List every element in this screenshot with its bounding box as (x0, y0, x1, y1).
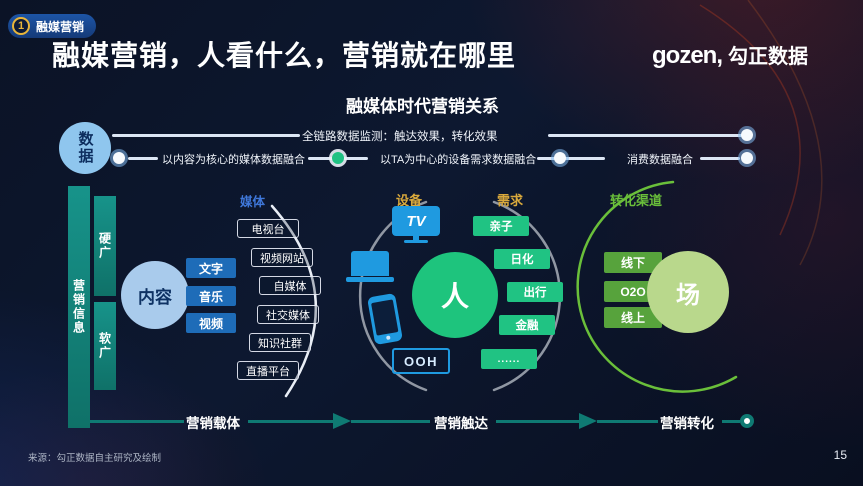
flow-line (597, 420, 658, 423)
person-circle-label: 人 (440, 281, 469, 312)
section-label: 融媒营销 (36, 19, 85, 34)
conversion-group-label: 转化渠道 (610, 193, 663, 208)
section-number: 1 (12, 17, 30, 35)
flow-arrowhead (333, 413, 351, 429)
flow-line (351, 420, 430, 423)
diagram-title: 融媒体时代营销关系 (346, 97, 499, 116)
media-item-tv-station: 电视台 (237, 219, 299, 238)
fusion-dot (554, 152, 566, 164)
demand-item-finance: 金融 (499, 315, 555, 335)
demand-item-travel: 出行 (507, 282, 563, 302)
fusion-line (537, 157, 605, 160)
monitor-line (112, 134, 300, 137)
page-title: 融媒营销，人看什么，营销就在哪里 (52, 40, 517, 71)
logo-company-name: 勾正数据 (728, 46, 808, 68)
fusion-dot (113, 152, 125, 164)
device-group-label: 设备 (396, 193, 423, 208)
demand-item-more: ...... (481, 349, 537, 369)
fusion-line (700, 157, 740, 160)
place-circle: 场 (647, 251, 729, 333)
media-group-label: 媒体 (240, 195, 266, 209)
person-circle: 人 (412, 252, 498, 338)
media-item-video-site: 视频网站 (251, 248, 313, 267)
monitor-line (548, 134, 742, 137)
brand-logo: gozen, 勾正数据 (652, 40, 808, 70)
marketing-info-label: 营销信息 (71, 279, 86, 335)
flow-line (722, 420, 740, 423)
flow-stage-reach: 营销触达 (434, 416, 488, 431)
tv-icon-label: TV (392, 206, 440, 236)
data-hub-circle: 数据 (59, 122, 111, 174)
demand-group-label: 需求 (497, 193, 524, 208)
demand-item-daily: 日化 (494, 249, 550, 269)
fusion-line (128, 157, 158, 160)
line-end-dot (741, 129, 753, 141)
fusion-text-device: 以TA为中心的设备需求数据融合 (380, 154, 537, 166)
smartphone-icon (367, 292, 403, 346)
content-circle-label: 内容 (138, 287, 172, 307)
source-note: 来源：勾正数据自主研究及绘制 (28, 453, 162, 464)
flow-line (496, 420, 579, 423)
page-number: 15 (833, 448, 847, 462)
flow-arrowhead (579, 413, 597, 429)
laptop-icon (346, 251, 394, 282)
content-item-music: 音乐 (186, 286, 236, 306)
conversion-item-online: 线上 (604, 307, 662, 328)
media-item-knowledge: 知识社群 (249, 333, 311, 352)
flow-line (90, 420, 184, 423)
conversion-item-offline: 线下 (604, 252, 662, 273)
hard-ad-label: 硬广 (97, 232, 112, 260)
media-item-self-media: 自媒体 (259, 276, 321, 295)
media-item-social: 社交媒体 (257, 305, 319, 324)
content-circle: 内容 (121, 261, 189, 329)
logo-brand-text: gozen, (652, 42, 723, 69)
section-badge: 1 融媒营销 (8, 14, 97, 38)
content-item-video: 视频 (186, 313, 236, 333)
hard-ad-bar: 硬广 (94, 196, 116, 296)
fusion-text-media: 以内容为核心的媒体数据融合 (162, 154, 305, 166)
data-hub-label: 数据 (76, 131, 94, 165)
flow-stage-carrier: 营销载体 (186, 416, 240, 431)
tv-icon: TV (392, 206, 440, 243)
demand-item-family: 亲子 (473, 216, 529, 236)
flow-stage-conversion: 营销转化 (660, 416, 714, 431)
flow-end-dot (740, 414, 754, 428)
fusion-dot-green (332, 152, 344, 164)
media-item-livestream: 直播平台 (237, 361, 299, 380)
monitor-text: 全链路数据监测：触达效果，转化效果 (302, 131, 498, 143)
ooh-box: OOH (392, 348, 450, 374)
line-end-dot (741, 152, 753, 164)
flow-line (248, 420, 333, 423)
marketing-info-bar: 营销信息 (68, 186, 90, 428)
fusion-text-consume: 消费数据融合 (627, 154, 693, 166)
place-circle-label: 场 (676, 281, 700, 309)
content-item-text: 文字 (186, 258, 236, 278)
soft-ad-bar: 软广 (94, 302, 116, 390)
tv-icon-stand (413, 236, 419, 240)
tv-icon-base (404, 240, 428, 243)
soft-ad-label: 软广 (97, 332, 112, 360)
